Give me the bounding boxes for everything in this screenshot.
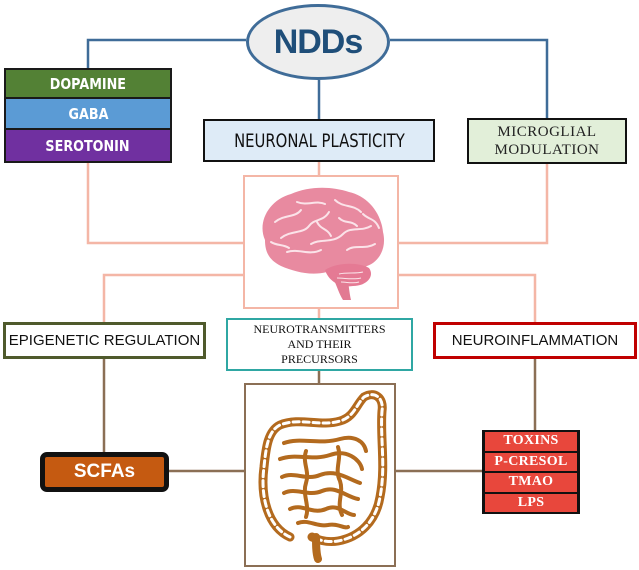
brain-icon [262, 187, 385, 300]
toxins-stack: TOXINS P-CRESOL TMAO LPS [482, 430, 580, 514]
neurotransmitters-to-brain-line [86, 163, 243, 245]
microglial-modulation-line-1: MICROGLIAL [497, 124, 597, 140]
ndds-to-microglial-line [390, 38, 549, 118]
tmao-box: TMAO [485, 473, 577, 492]
neuronal-plasticity-node: NEURONAL PLASTICITY [203, 119, 435, 162]
epigenetic-regulation-label: EPIGENETIC REGULATION [8, 332, 201, 349]
dopamine-box: DOPAMINE [4, 68, 172, 99]
neurotransmitters-precursors-line-2: AND THEIR [287, 337, 352, 351]
neuronal-plasticity-label: NEURONAL PLASTICITY [233, 129, 405, 152]
neurotransmitters-precursors-line-1: NEUROTRANSMITTERS [253, 322, 386, 336]
microglial-modulation-line-2: MODULATION [494, 142, 600, 158]
gaba-box: GABA [4, 99, 172, 130]
toxins-box: TOXINS [485, 432, 577, 451]
ndds-to-neurotransmitters-line [86, 38, 246, 68]
brain-image-frame [243, 175, 399, 309]
dopamine-label: DOPAMINE [49, 74, 127, 93]
serotonin-box: SEROTONIN [4, 130, 172, 163]
gaba-label: GABA [68, 104, 108, 123]
brain-to-epigenetic-line [102, 273, 243, 322]
microglial-modulation-node: MICROGLIAL MODULATION [467, 118, 627, 164]
scfas-node: SCFAs [40, 452, 169, 492]
neuroinflammation-label: NEUROINFLAMMATION [451, 332, 619, 349]
neurotransmitters-precursors-line-3: PRECURSORS [281, 352, 358, 366]
p-cresol-box: P-CRESOL [485, 452, 577, 471]
brain-to-neuroinflammation-line [399, 273, 537, 322]
lps-box: LPS [485, 493, 577, 512]
intestine-icon [258, 390, 388, 563]
neuroinflammation-node: NEUROINFLAMMATION [433, 322, 637, 359]
epigenetic-regulation-node: EPIGENETIC REGULATION [3, 322, 206, 359]
gut-image-frame [244, 383, 396, 567]
ndds-title: NDDs [273, 22, 364, 61]
serotonin-label: SEROTONIN [45, 136, 131, 155]
ndds-node: NDDs [246, 4, 390, 80]
scfas-label: SCFAs [73, 461, 136, 482]
microglial-to-brain-line [399, 164, 549, 245]
neurotransmitters-precursors-node: NEUROTRANSMITTERS AND THEIR PRECURSORS [226, 318, 413, 371]
